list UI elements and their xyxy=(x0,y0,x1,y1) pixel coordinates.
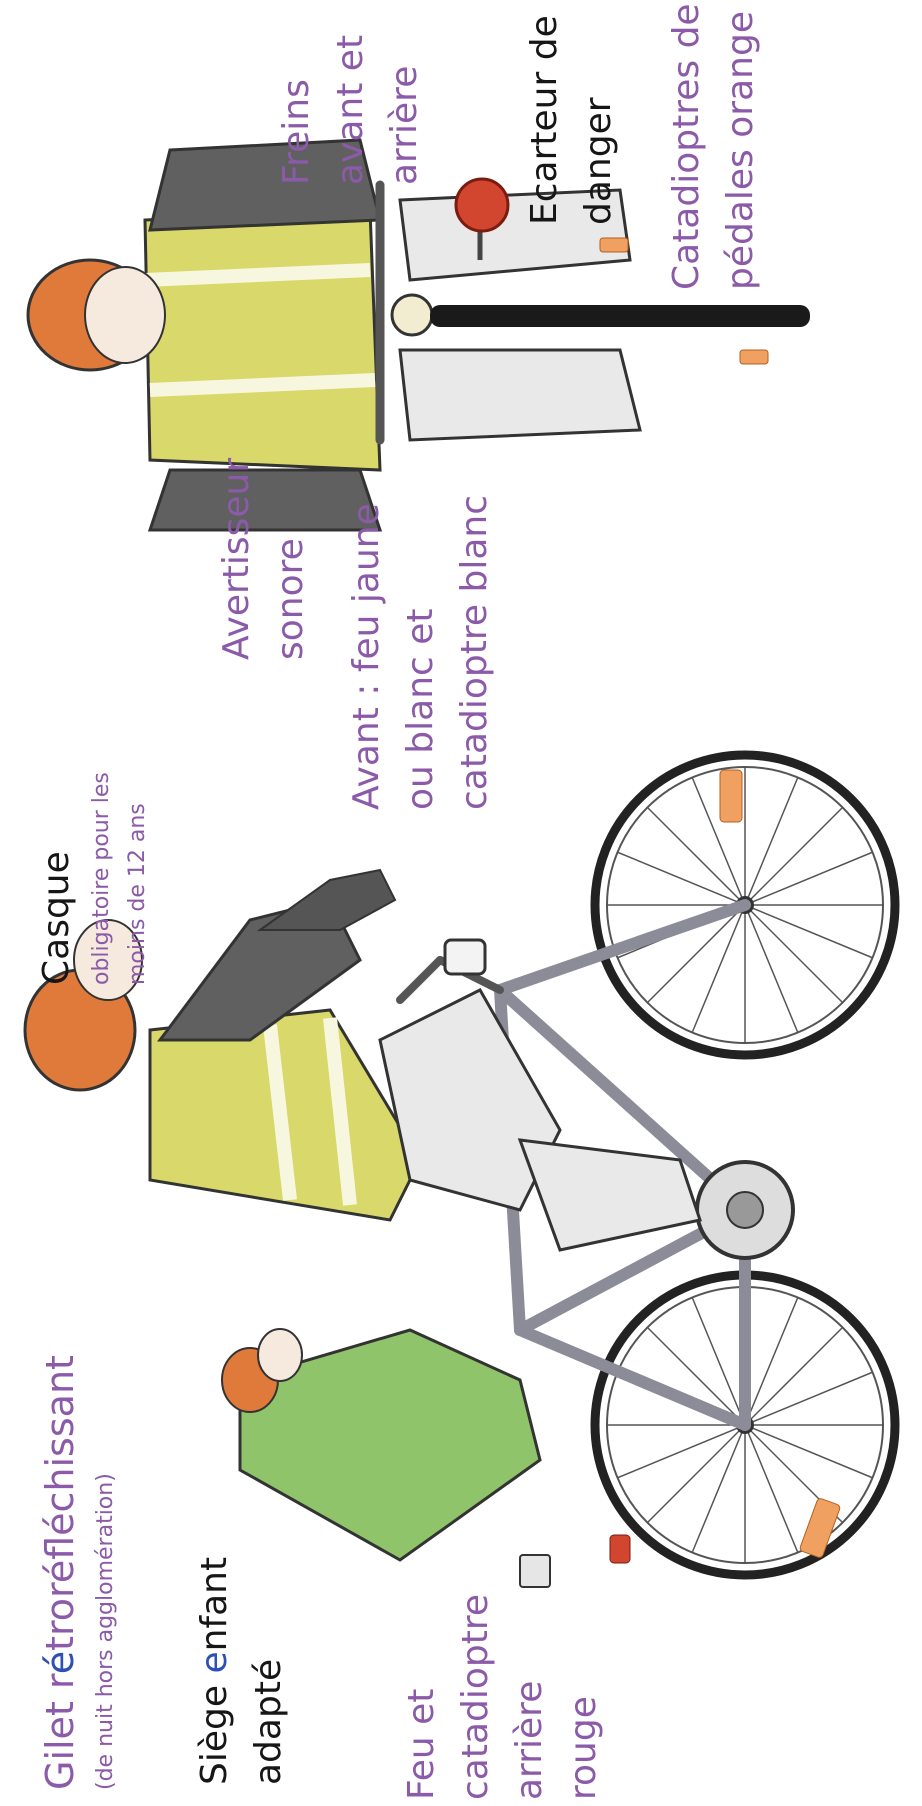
freins-line3: arrière xyxy=(378,35,432,185)
pedal-reflector-left xyxy=(600,238,628,252)
avertisseur-line2: sonore xyxy=(264,458,318,660)
casque-note-line2: moins de 12 ans xyxy=(120,772,156,985)
pedal-reflector-right xyxy=(740,350,768,364)
rear-reflector-box xyxy=(520,1555,550,1587)
danger-spacer-disc xyxy=(456,179,508,231)
front-wheel-reflector xyxy=(720,770,742,822)
ecarteur-line1: Ecarteur de xyxy=(518,15,572,225)
label-catadioptres-pedales: Catadioptres de pédales orange xyxy=(660,3,768,290)
label-avertisseur: Avertisseur sonore xyxy=(210,458,318,660)
feu-arriere-line2: catadioptre xyxy=(449,1594,503,1800)
front-tire xyxy=(430,305,810,327)
label-ecarteur: Ecarteur de danger xyxy=(518,15,626,225)
siege-line2: adapté xyxy=(242,1557,296,1785)
label-siege-enfant: Siège enfant adapté xyxy=(188,1557,296,1785)
avertisseur-line1: Avertisseur xyxy=(210,458,264,660)
label-freins: Freins avant et arrière xyxy=(270,35,432,185)
ecarteur-line2: danger xyxy=(572,15,626,225)
casque-title: Casque xyxy=(30,772,84,985)
avant-line2: ou blanc et xyxy=(394,495,448,810)
label-avant: Avant : feu jaune ou blanc et catadioptr… xyxy=(340,495,502,810)
feu-arriere-line4: rouge xyxy=(557,1594,611,1800)
freins-line2: avant et xyxy=(324,35,378,185)
gilet-note: (de nuit hors agglomération) xyxy=(88,1355,124,1790)
gilet-title: Gilet rétroréfléchissant xyxy=(32,1355,88,1790)
casque-note-line1: obligatoire pour les xyxy=(84,772,120,985)
avant-line1: Avant : feu jaune xyxy=(340,495,394,810)
feu-arriere-line3: arrière xyxy=(503,1594,557,1800)
front-light xyxy=(445,940,485,974)
feu-arriere-line1: Feu et xyxy=(395,1594,449,1800)
label-gilet: Gilet rétroréfléchissant (de nuit hors a… xyxy=(32,1355,124,1790)
label-feu-arriere: Feu et catadioptre arrière rouge xyxy=(395,1594,611,1800)
bell xyxy=(392,295,432,335)
freins-line1: Freins xyxy=(270,35,324,185)
avant-line3: catadioptre blanc xyxy=(448,495,502,810)
catadioptres-pedales-line2: pédales orange xyxy=(714,3,768,290)
rear-light xyxy=(610,1535,630,1563)
siege-line1: Siège enfant xyxy=(188,1557,242,1785)
child-seat-group xyxy=(222,1329,540,1560)
catadioptres-pedales-line1: Catadioptres de xyxy=(660,3,714,290)
label-casque: Casque obligatoire pour les moins de 12 … xyxy=(30,772,156,985)
